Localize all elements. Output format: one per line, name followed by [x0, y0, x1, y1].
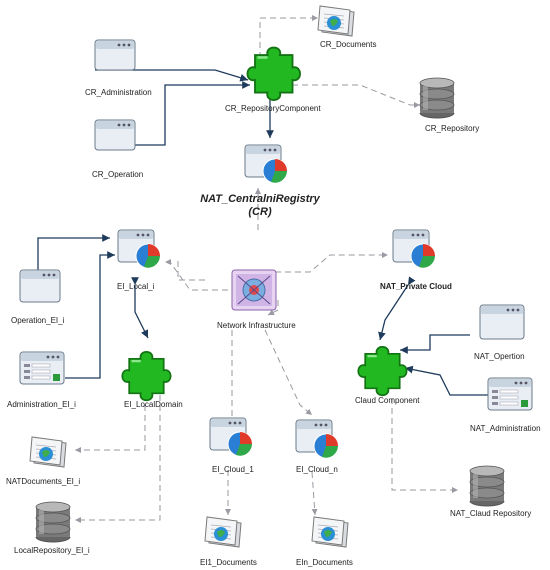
edge-localdomain-to-natdocuments	[75, 395, 146, 453]
ei-local-i-pie-window-icon	[117, 229, 161, 269]
nat-claud-repository-database-icon	[469, 465, 505, 507]
ei-cloud-n-label: EI_Cloud_n	[296, 465, 338, 474]
cr-registry-pie-window-icon	[244, 144, 288, 184]
ei-localdomain-puzzle-icon	[121, 351, 172, 402]
edge-operation-ei-to-local	[37, 234, 110, 275]
natdocuments-ei-i-label: NATDocuments_EI_i	[6, 477, 81, 486]
edge-localdomain-to-localrepository	[75, 395, 161, 523]
cr-administration-label: CR_Administration	[85, 88, 152, 97]
edge-net-self-1	[267, 300, 279, 316]
cr-administration-window-icon	[94, 39, 136, 71]
edge-network-to-cloud-n	[264, 329, 313, 416]
claud-component-label: Claud Component	[355, 396, 420, 405]
edge-local-to-localdomain	[131, 277, 149, 339]
network-infrastructure-icon	[231, 269, 277, 311]
cr-documents-doc-icon	[317, 5, 355, 37]
ei-cloud-1-pie-window-icon	[209, 417, 253, 457]
operation-ei-i-label: Operation_EI_i	[11, 316, 65, 325]
cr-operation-label: CR_Operation	[92, 170, 144, 179]
localrepository-ei-i-database-icon	[35, 501, 71, 543]
cr-documents-label: CR_Documents	[320, 40, 377, 49]
cr-repository-label: CR_Repository	[425, 124, 480, 133]
network-infrastructure-label: Network Infrastructure	[217, 321, 296, 330]
nat-private-cloud-pie-window-icon	[392, 229, 436, 269]
ei1-documents-doc-icon	[204, 516, 242, 548]
operation-ei-i-window-icon	[19, 269, 61, 303]
ei-cloud-1-label: EI_Cloud_1	[212, 465, 254, 474]
title-line2: (CR)	[248, 206, 272, 218]
localrepository-ei-i-label: LocalRepository_EI_i	[14, 546, 90, 555]
edge-nat-opertion-to-claud	[400, 334, 470, 354]
ei-cloud-n-pie-window-icon	[295, 419, 339, 459]
edge-network-to-private-cloud	[275, 252, 388, 273]
nat-administration-label: NAT_Administration	[470, 424, 541, 433]
natdocuments-ei-i-doc-icon	[29, 436, 67, 468]
nat-claud-repository-label: NAT_Claud Repository	[450, 509, 532, 518]
ei-localdomain-label: EI_LocalDomain	[124, 400, 183, 409]
cr-operation-window-icon	[94, 119, 136, 151]
ei-local-i-label: EI_Local_i	[117, 282, 155, 291]
cr-repository-component-puzzle-icon	[246, 46, 301, 101]
edge-nat-admin-to-claud	[404, 365, 488, 396]
edge-network-to-ei-local	[165, 259, 228, 291]
edge-component-to-cr-repository	[286, 82, 420, 108]
cr-repository-database-icon	[419, 77, 455, 119]
title-line1: NAT_CentralniRegistry	[200, 193, 320, 205]
nat-private-cloud-label: NAT_Private Cloud	[380, 282, 452, 291]
edge-component-to-cr-documents	[259, 15, 318, 58]
edge-admin-ei-to-local	[65, 251, 115, 379]
nat-administration-admin-icon	[487, 377, 533, 411]
node-group	[19, 5, 533, 548]
edge-cr-admin-to-component	[95, 69, 249, 82]
cr-repository-component-label: CR_RepositoryComponent	[225, 104, 321, 113]
nat-opertion-window-icon	[479, 304, 525, 340]
ein-documents-label: EIn_Documents	[296, 558, 353, 567]
edge-claud-to-claud-repository	[391, 398, 458, 493]
diagram-title: NAT_CentralniRegistry (CR)	[195, 193, 325, 219]
administration-ei-i-label: Administration_EI_i	[7, 400, 76, 409]
edge-private-cloud-to-claud	[378, 276, 416, 341]
ei1-documents-label: EI1_Documents	[200, 558, 257, 567]
nat-opertion-label: NAT_Opertion	[474, 352, 525, 361]
edge-net-to-local-2	[177, 258, 205, 281]
claud-component-puzzle-icon	[357, 346, 408, 397]
edge-group	[37, 15, 488, 523]
administration-ei-i-admin-icon	[19, 351, 65, 385]
edge-cloud-n-to-documents	[311, 471, 318, 516]
ein-documents-doc-icon	[311, 516, 349, 548]
